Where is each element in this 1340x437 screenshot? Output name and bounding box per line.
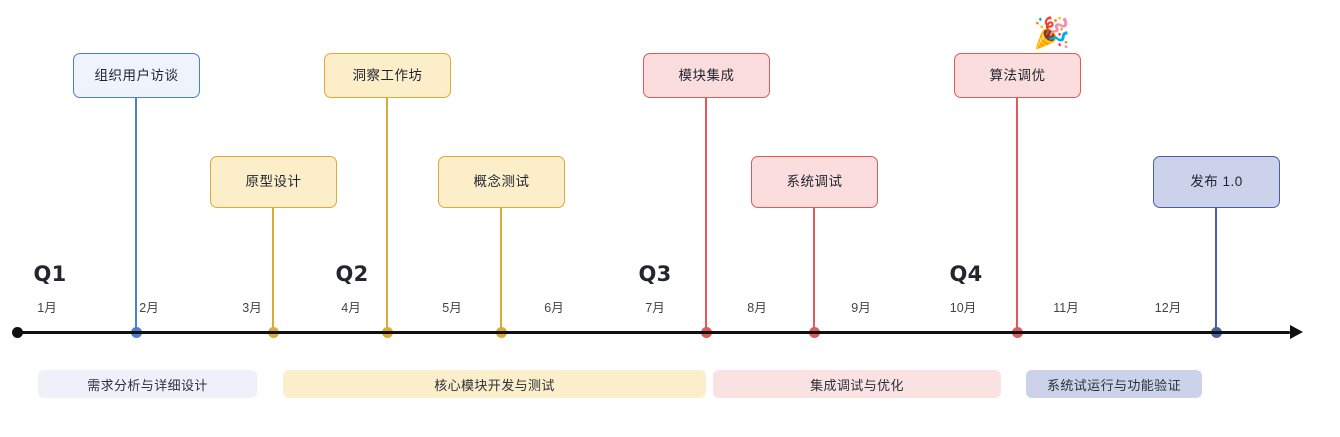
month-label: 5月 bbox=[442, 301, 462, 315]
axis-line bbox=[17, 331, 1290, 334]
month-label: 7月 bbox=[645, 301, 665, 315]
month-label: 1月 bbox=[37, 301, 57, 315]
milestone-connector bbox=[1215, 208, 1217, 332]
milestone-label: 洞察工作坊 bbox=[352, 67, 423, 83]
milestone-label: 概念测试 bbox=[473, 174, 530, 190]
month-label: 11月 bbox=[1053, 301, 1079, 315]
milestone-card[interactable]: 组织用户访谈 bbox=[73, 53, 200, 98]
phase-bar[interactable]: 需求分析与详细设计 bbox=[38, 370, 257, 398]
month-label: 9月 bbox=[851, 301, 871, 315]
phase-label: 集成调试与优化 bbox=[810, 377, 904, 393]
phase-label: 需求分析与详细设计 bbox=[87, 377, 208, 393]
milestone-connector bbox=[705, 98, 707, 332]
milestone-card[interactable]: 模块集成 bbox=[643, 53, 770, 98]
milestone-card[interactable]: 发布 1.0 bbox=[1153, 156, 1280, 208]
month-label: 10月 bbox=[949, 301, 977, 315]
quarter-label: Q2 bbox=[335, 262, 369, 286]
quarter-label: Q3 bbox=[638, 262, 672, 286]
milestone-connector bbox=[386, 98, 388, 332]
milestone-card[interactable]: 算法调优 bbox=[954, 53, 1081, 98]
phase-bar[interactable]: 系统试运行与功能验证 bbox=[1026, 370, 1202, 398]
milestone-card[interactable]: 原型设计 bbox=[210, 156, 337, 208]
milestone-connector bbox=[500, 208, 502, 332]
milestone-card[interactable]: 洞察工作坊 bbox=[324, 53, 451, 98]
quarter-label: Q4 bbox=[949, 262, 983, 286]
milestone-connector bbox=[272, 208, 274, 332]
phase-label: 系统试运行与功能验证 bbox=[1046, 377, 1181, 393]
milestone-card[interactable]: 概念测试 bbox=[438, 156, 565, 208]
phase-bar[interactable]: 核心模块开发与测试 bbox=[283, 370, 706, 398]
milestone-label: 组织用户访谈 bbox=[94, 67, 179, 83]
month-label: 6月 bbox=[544, 301, 564, 315]
milestone-card[interactable]: 系统调试 bbox=[751, 156, 878, 208]
milestone-label: 发布 1.0 bbox=[1190, 174, 1243, 190]
axis-arrow-head bbox=[1290, 325, 1303, 339]
milestone-label: 系统调试 bbox=[786, 174, 843, 190]
phase-bar[interactable]: 集成调试与优化 bbox=[713, 370, 1001, 398]
quarter-label: Q1 bbox=[33, 262, 67, 286]
milestone-connector bbox=[1016, 98, 1018, 332]
month-label: 4月 bbox=[341, 301, 361, 315]
milestone-label: 模块集成 bbox=[678, 67, 735, 83]
month-label: 8月 bbox=[747, 301, 767, 315]
milestone-label: 算法调优 bbox=[989, 67, 1046, 83]
month-label: 3月 bbox=[242, 301, 262, 315]
phase-label: 核心模块开发与测试 bbox=[434, 377, 555, 393]
milestone-connector bbox=[813, 208, 815, 332]
month-label: 12月 bbox=[1154, 301, 1182, 315]
party-popper-icon: 🎉 bbox=[1033, 17, 1071, 50]
axis-start-dot bbox=[12, 326, 23, 338]
month-label: 2月 bbox=[139, 301, 159, 315]
milestone-connector bbox=[135, 98, 137, 332]
milestone-label: 原型设计 bbox=[245, 174, 302, 190]
